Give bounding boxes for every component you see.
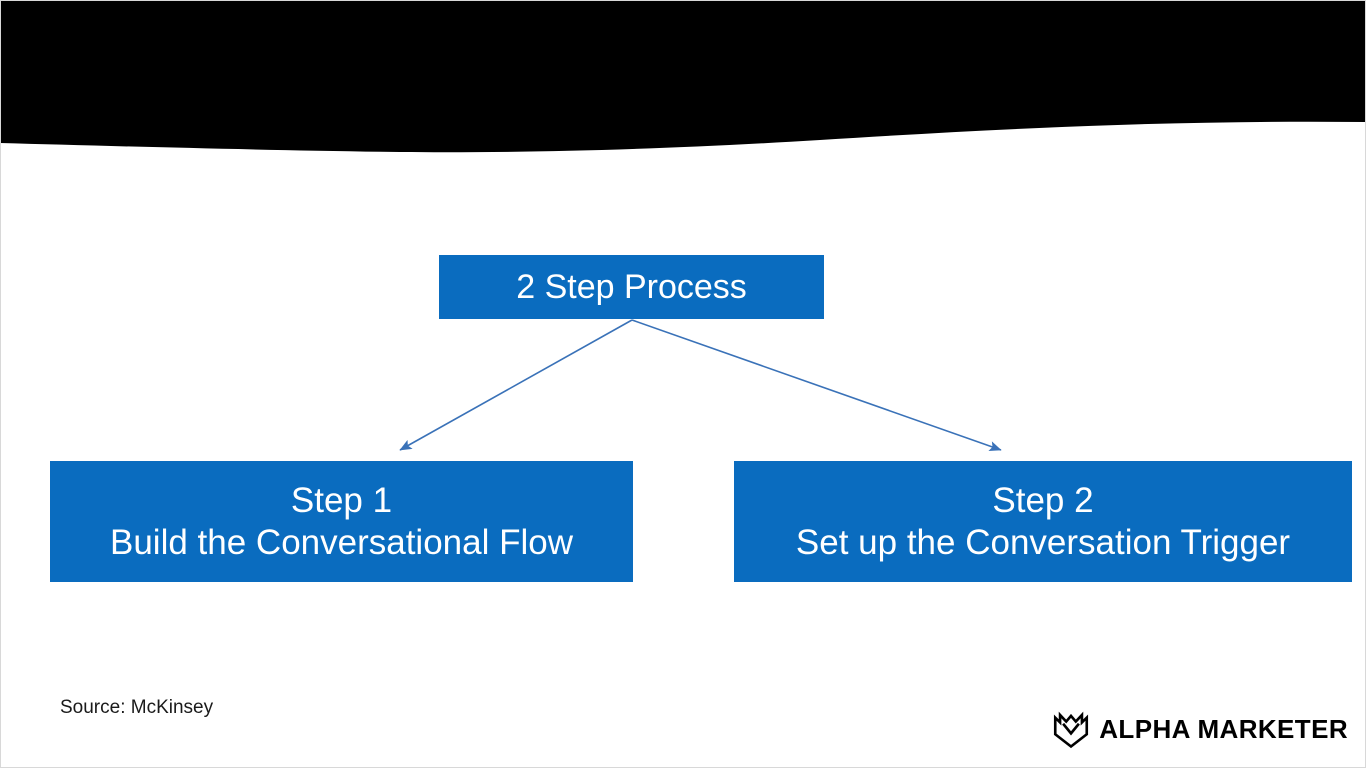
brand-wordmark: ALPHA MARKETER	[1099, 714, 1348, 744]
step-2-description: Set up the Conversation Trigger	[795, 522, 1291, 562]
alpha-marketer-crest-icon	[1054, 711, 1089, 749]
step-1-description: Build the Conversational Flow	[109, 522, 573, 562]
process-root-box[interactable]: 2 Step Process	[439, 255, 824, 319]
process-step-box-2[interactable]: Step 2 Set up the Conversation Trigger	[734, 461, 1352, 582]
brand-logo: ALPHA MARKETER	[1050, 706, 1348, 752]
source-note: Source: McKinsey	[60, 697, 214, 718]
step-2-title: Step 2	[992, 481, 1094, 521]
process-root-label: 2 Step Process	[516, 267, 747, 306]
connector-line-right	[631, 319, 1002, 452]
top-black-wave-band	[0, 0, 1366, 153]
step-1-title: Step 1	[290, 481, 393, 521]
connector-line-left	[399, 319, 633, 451]
process-step-box-1[interactable]: Step 1 Build the Conversational Flow	[50, 461, 633, 582]
